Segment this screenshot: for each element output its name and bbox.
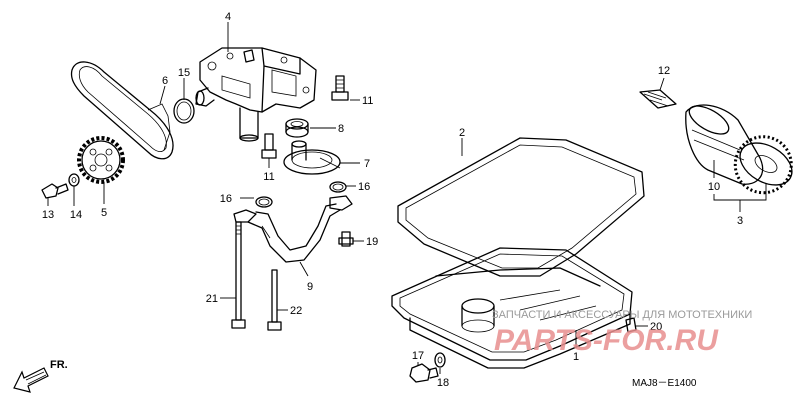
stud-bolt bbox=[267, 269, 282, 331]
callout-15: 15 bbox=[178, 67, 190, 79]
pump-bolt-lower bbox=[261, 133, 277, 159]
callout-22: 22 bbox=[290, 305, 302, 317]
callout-10: 10 bbox=[708, 181, 720, 193]
o-ring-left bbox=[255, 196, 273, 208]
oil-pan-gasket bbox=[397, 137, 645, 277]
callout-11-upper: 11 bbox=[362, 95, 373, 107]
callout-11-lower: 11 bbox=[263, 171, 274, 183]
oil-strainer bbox=[283, 140, 341, 175]
watermark-caption: ЗАПЧАСТИ И АКСЕССУАРЫ ДЛЯ МОТОТЕХНИКИ bbox=[492, 309, 752, 321]
callout-20: 20 bbox=[650, 321, 662, 333]
callout-8: 8 bbox=[338, 123, 344, 135]
washer bbox=[68, 173, 80, 187]
front-direction-arrow: FR. bbox=[13, 359, 68, 393]
oil-pump-sprocket bbox=[77, 136, 125, 184]
callout-16-right: 16 bbox=[358, 181, 370, 193]
oil-pump-drive-chain bbox=[70, 61, 174, 160]
callout-13: 13 bbox=[42, 209, 54, 221]
callout-6: 6 bbox=[162, 75, 168, 87]
leader-lines bbox=[47, 22, 767, 374]
callout-21: 21 bbox=[206, 293, 218, 305]
diagram-code: MAJ8－E1400 bbox=[632, 378, 697, 389]
callout-16-left: 16 bbox=[220, 193, 232, 205]
oil-pan-bolt bbox=[625, 317, 637, 333]
oil-filter-joint bbox=[639, 89, 677, 109]
callout-1: 1 bbox=[573, 351, 579, 363]
o-ring bbox=[173, 98, 195, 124]
callout-4: 4 bbox=[225, 11, 231, 23]
long-bolt bbox=[231, 221, 246, 329]
flange-bolt bbox=[41, 183, 69, 199]
sealing-washer bbox=[434, 352, 446, 368]
callout-14: 14 bbox=[70, 209, 82, 221]
callout-5: 5 bbox=[101, 207, 107, 219]
oil-pump bbox=[195, 47, 317, 142]
callout-18: 18 bbox=[437, 377, 449, 389]
callout-19: 19 bbox=[366, 236, 378, 248]
oil-filter-base bbox=[733, 135, 793, 195]
callout-7: 7 bbox=[364, 158, 370, 170]
o-ring-upper bbox=[329, 181, 347, 193]
watermark-logo: PARTS-FOR.RU bbox=[494, 324, 719, 357]
callout-numbers: 4 6 15 11 8 11 7 16 16 19 9 13 14 5 21 2… bbox=[42, 11, 743, 389]
front-label: FR. bbox=[50, 359, 68, 371]
oil-filter-cartridge bbox=[685, 104, 764, 185]
callout-9: 9 bbox=[307, 281, 313, 293]
oil-pipe bbox=[233, 195, 353, 263]
pipe-bolt bbox=[338, 231, 354, 247]
watermark: ЗАПЧАСТИ И АКСЕССУАРЫ ДЛЯ МОТОТЕХНИКИ PA… bbox=[492, 309, 752, 357]
drain-bolt bbox=[409, 363, 439, 383]
oil-pan bbox=[391, 247, 633, 369]
callout-12: 12 bbox=[658, 65, 670, 77]
oil-seal bbox=[285, 118, 309, 138]
callout-2: 2 bbox=[459, 127, 465, 139]
callout-17: 17 bbox=[412, 350, 424, 362]
callout-3: 3 bbox=[737, 215, 743, 227]
pump-bolt-upper bbox=[331, 75, 349, 101]
